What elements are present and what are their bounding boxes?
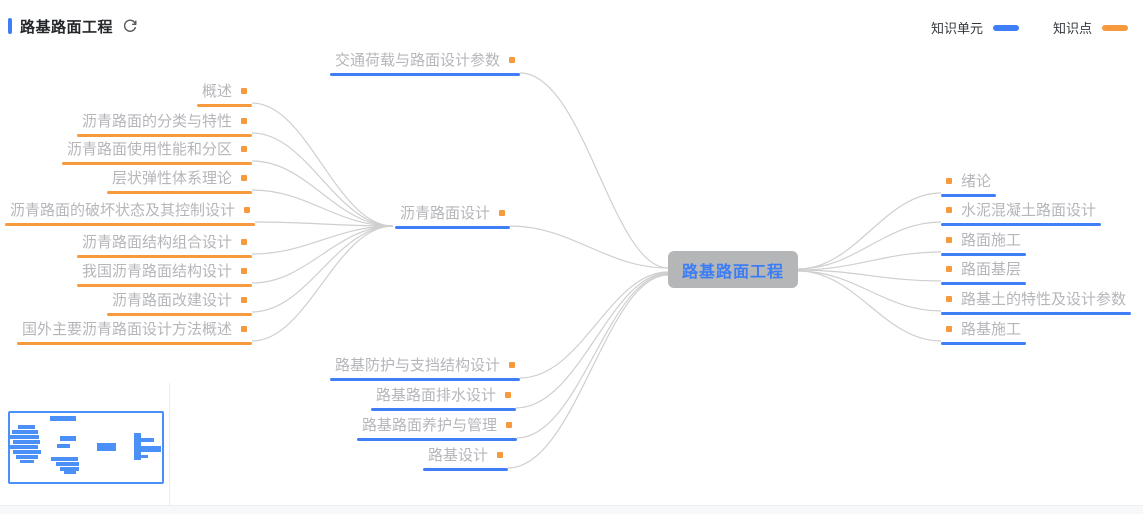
node-label: 层状弹性体系理论 — [111, 170, 232, 187]
minimap-bar — [64, 471, 76, 474]
minimap-bar — [97, 443, 116, 451]
node-label: 沥青路面的分类与特性 — [81, 113, 232, 130]
square-bullet-icon — [241, 146, 247, 152]
node-label: 路基路面排水设计 — [375, 387, 496, 404]
node-label: 路基路面养护与管理 — [361, 417, 497, 434]
mindmap-node[interactable]: 我国沥青路面结构设计 — [76, 262, 253, 287]
legend-unit-label: 知识单元 — [930, 21, 983, 36]
minimap-bar — [60, 436, 76, 441]
minimap-bar — [50, 416, 76, 421]
square-bullet-icon — [946, 237, 952, 243]
root-node[interactable]: 路基路面工程 — [668, 251, 798, 288]
node-label: 路基施工 — [961, 321, 1022, 338]
minimap-bar — [20, 460, 34, 463]
minimap-bar — [16, 455, 38, 459]
mindmap-node[interactable]: 沥青路面结构组合设计 — [76, 233, 253, 258]
mindmap-node[interactable]: 路面基层 — [941, 260, 1027, 285]
minimap-bar — [51, 457, 78, 461]
mindmap-node[interactable]: 沥青路面使用性能和分区 — [61, 140, 253, 165]
square-bullet-icon — [499, 210, 505, 216]
square-bullet-icon — [241, 297, 247, 303]
square-bullet-icon — [241, 268, 247, 274]
square-bullet-icon — [509, 362, 515, 368]
node-label: 路基土的特性及设计参数 — [961, 291, 1127, 308]
node-label: 概述 — [201, 83, 232, 100]
mindmap-node[interactable]: 路基防护与支挡结构设计 — [329, 356, 521, 381]
minimap-bar — [13, 450, 41, 454]
mindmap-node[interactable]: 路基路面养护与管理 — [356, 416, 518, 441]
node-label: 路基防护与支挡结构设计 — [334, 357, 500, 374]
mindmap-node[interactable]: 国外主要沥青路面设计方法概述 — [16, 320, 253, 345]
node-label: 沥青路面改建设计 — [111, 292, 232, 309]
node-label: 我国沥青路面结构设计 — [81, 263, 232, 280]
title-accent-bar — [8, 18, 12, 34]
minimap-bar — [13, 440, 40, 444]
node-label: 路面基层 — [961, 261, 1022, 278]
mindmap-node-left-parent[interactable]: 沥青路面设计 — [394, 204, 511, 229]
legend: 知识单元 知识点 — [931, 18, 1128, 37]
square-bullet-icon — [946, 296, 952, 302]
minimap-bar — [56, 462, 79, 466]
node-label: 交通荷载与路面设计参数 — [334, 52, 500, 69]
refresh-icon[interactable] — [122, 18, 138, 34]
mindmap-node[interactable]: 概述 — [196, 82, 253, 107]
root-node-label: 路基路面工程 — [681, 263, 784, 281]
mindmap-node[interactable]: 沥青路面的破坏状态及其控制设计 — [4, 201, 256, 226]
square-bullet-icon — [241, 88, 247, 94]
legend-unit-swatch-icon — [992, 24, 1019, 31]
mindmap-node-top-branch[interactable]: 交通荷载与路面设计参数 — [329, 51, 521, 76]
square-bullet-icon — [241, 239, 247, 245]
square-bullet-icon — [241, 118, 247, 124]
square-bullet-icon — [946, 326, 952, 332]
mindmap-node[interactable]: 路基施工 — [941, 320, 1027, 345]
mindmap-node[interactable]: 路基土的特性及设计参数 — [941, 290, 1132, 315]
node-label: 水泥混凝土路面设计 — [961, 202, 1097, 219]
square-bullet-icon — [505, 392, 511, 398]
node-label: 沥青路面设计 — [399, 205, 490, 222]
square-bullet-icon — [506, 422, 512, 428]
node-label: 沥青路面结构组合设计 — [81, 234, 232, 251]
node-label: 路面施工 — [961, 232, 1022, 249]
square-bullet-icon — [946, 178, 952, 184]
minimap-bar — [12, 430, 38, 434]
mindmap-node[interactable]: 沥青路面改建设计 — [106, 291, 253, 316]
node-label: 国外主要沥青路面设计方法概述 — [21, 321, 232, 338]
minimap-bar — [60, 467, 79, 471]
square-bullet-icon — [509, 57, 515, 63]
square-bullet-icon — [946, 207, 952, 213]
minimap-bar — [134, 433, 141, 460]
minimap-bar — [141, 455, 148, 458]
minimap-bar — [57, 444, 70, 448]
minimap-bar — [141, 446, 161, 452]
mindmap-node[interactable]: 水泥混凝土路面设计 — [941, 201, 1102, 226]
mindmap-node[interactable]: 路基设计 — [422, 446, 509, 471]
legend-point-swatch-icon — [1102, 24, 1128, 31]
node-label: 路基设计 — [427, 447, 488, 464]
mindmap-node[interactable]: 绪论 — [941, 172, 997, 197]
legend-point-label: 知识点 — [1052, 21, 1092, 36]
square-bullet-icon — [497, 452, 503, 458]
minimap-bar — [8, 445, 38, 449]
mindmap-node[interactable]: 层状弹性体系理论 — [106, 169, 253, 194]
mindmap-node[interactable]: 路基路面排水设计 — [370, 386, 517, 411]
minimap-bar — [141, 438, 154, 442]
square-bullet-icon — [241, 326, 247, 332]
mindmap-node[interactable]: 路面施工 — [941, 231, 1027, 256]
bottom-strip — [0, 505, 1143, 514]
node-label: 绪论 — [961, 173, 992, 190]
node-label: 沥青路面的破坏状态及其控制设计 — [9, 202, 235, 219]
minimap-bar — [8, 435, 39, 439]
square-bullet-icon — [946, 266, 952, 272]
mindmap-node[interactable]: 沥青路面的分类与特性 — [76, 112, 253, 137]
minimap-bar — [18, 425, 35, 429]
page-title: 路基路面工程 — [20, 19, 114, 36]
square-bullet-icon — [241, 175, 247, 181]
square-bullet-icon — [244, 207, 250, 213]
node-label: 沥青路面使用性能和分区 — [66, 141, 232, 158]
